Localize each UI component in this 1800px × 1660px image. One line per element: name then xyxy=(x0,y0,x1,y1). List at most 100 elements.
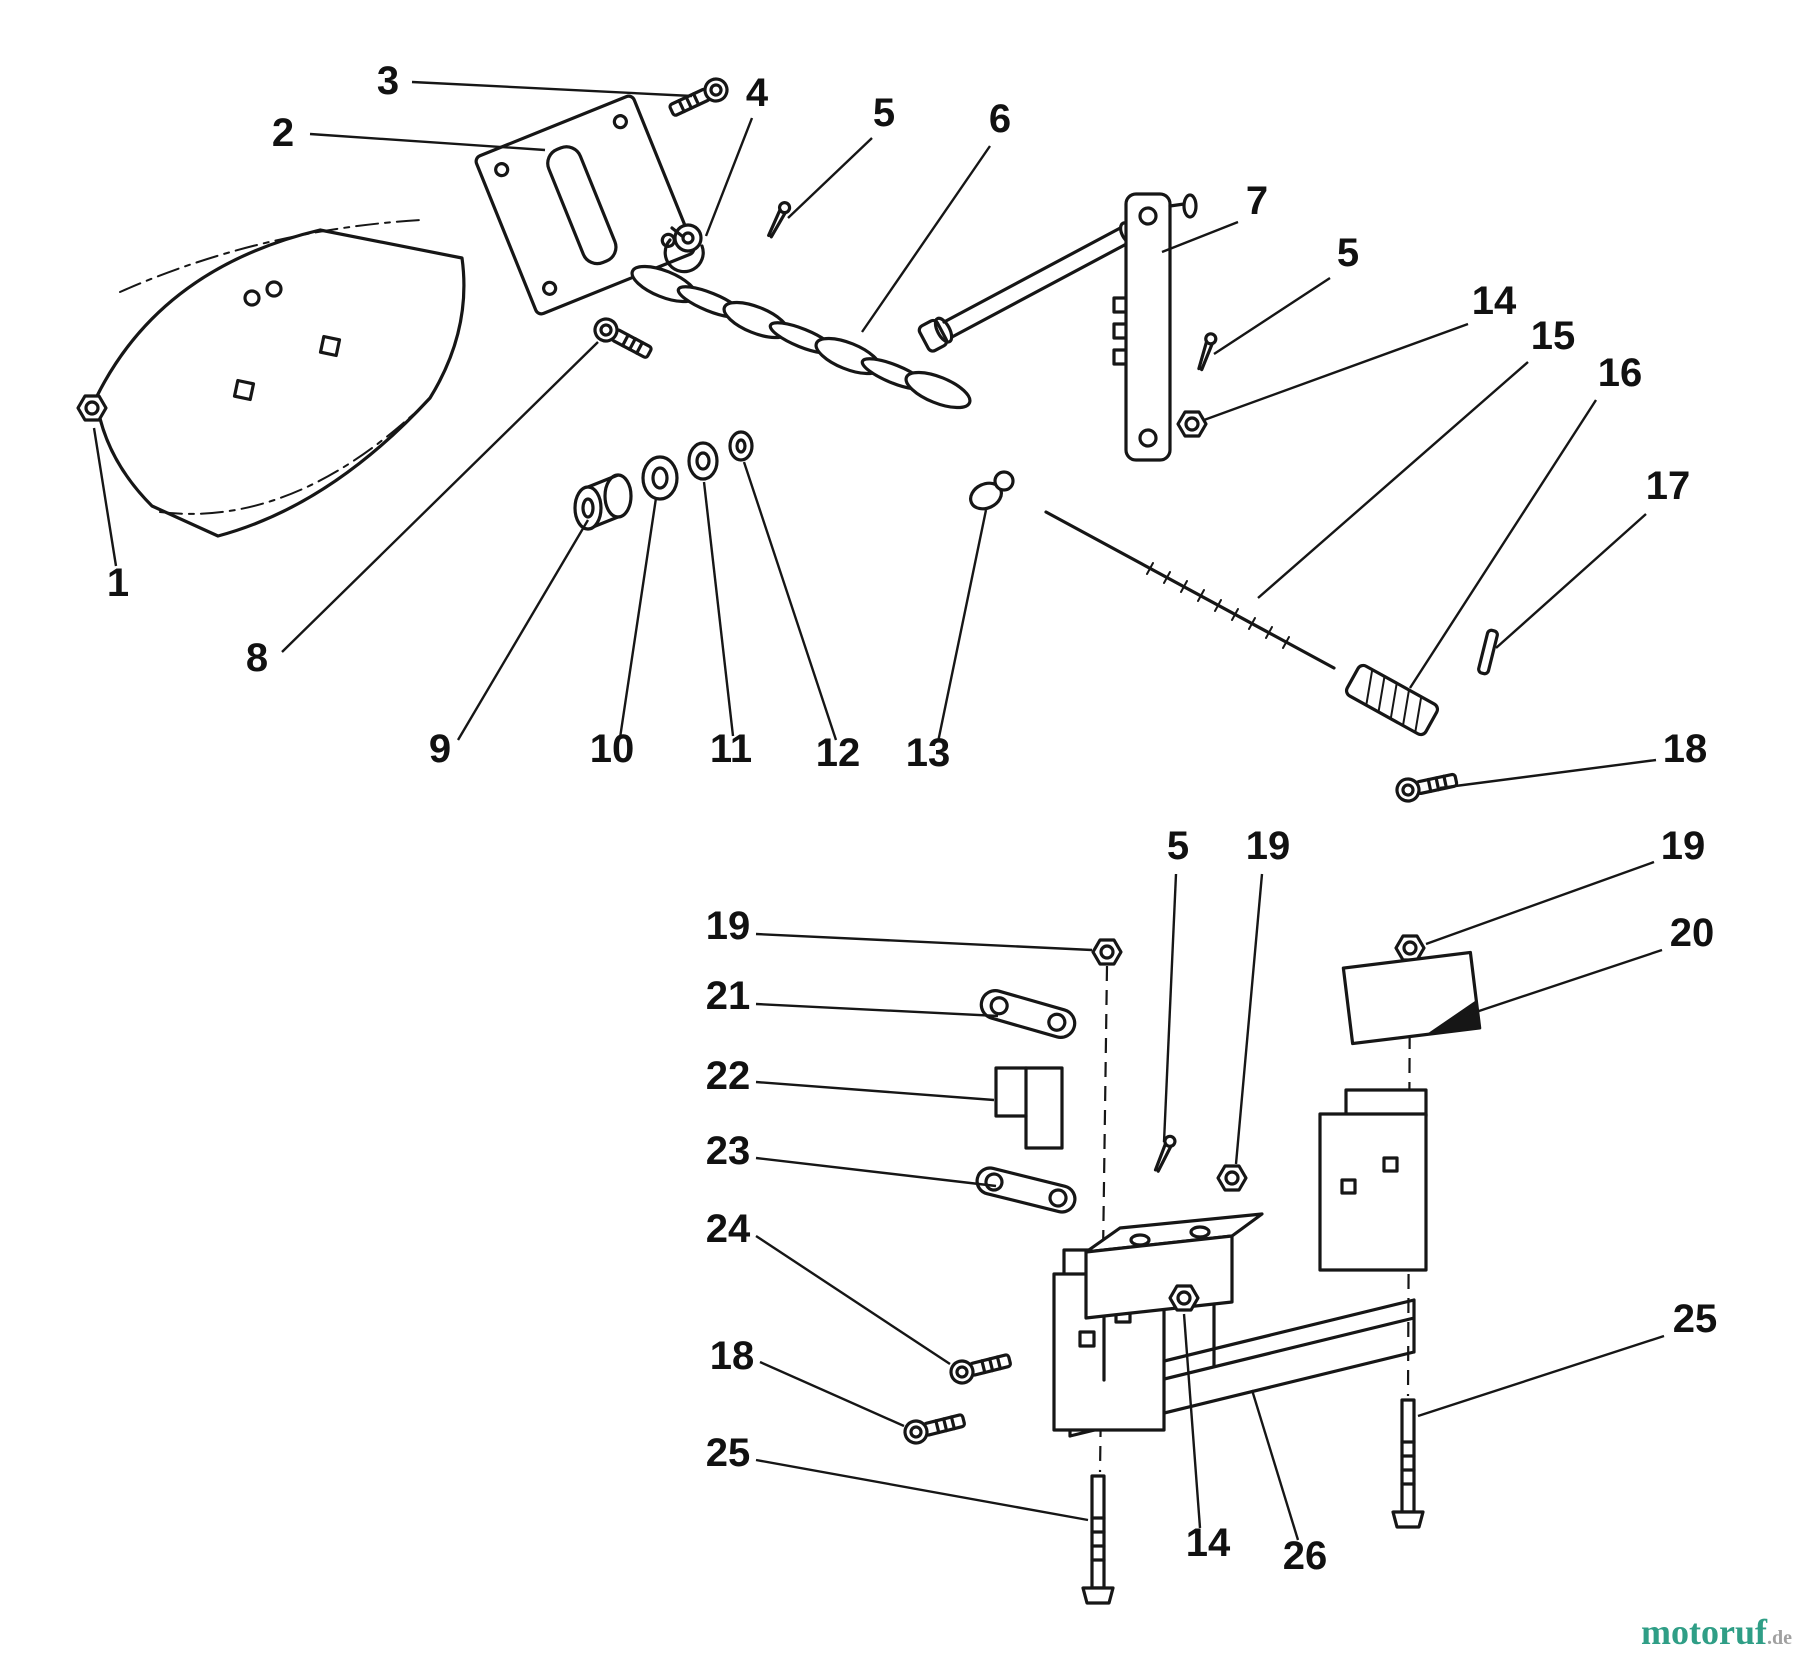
callout-label: 12 xyxy=(816,731,861,775)
callout-label: 21 xyxy=(706,974,751,1018)
part-24-bolt xyxy=(947,1347,1014,1387)
callout-label: 14 xyxy=(1186,1521,1231,1565)
part-10-washer xyxy=(641,455,679,501)
leader-line xyxy=(755,1156,997,1188)
leader-line xyxy=(702,481,735,737)
callout-label: 7 xyxy=(1246,179,1268,223)
callout-3: 3 xyxy=(377,59,693,103)
part-5-pin-top xyxy=(763,199,793,240)
callout-label: 18 xyxy=(710,1334,755,1378)
leader-line xyxy=(755,1458,1089,1522)
callout-14-top: 14 xyxy=(1203,279,1517,422)
callout-6: 6 xyxy=(861,97,1011,333)
callout-15: 15 xyxy=(1257,314,1575,599)
callout-7: 7 xyxy=(1161,179,1268,254)
leader-line xyxy=(787,137,873,219)
callout-20: 20 xyxy=(1463,911,1715,1018)
leader-line xyxy=(1408,399,1598,689)
leader-line xyxy=(755,1002,999,1018)
callout-label: 14 xyxy=(1472,279,1517,323)
callout-9: 9 xyxy=(429,519,590,771)
leader-line xyxy=(1425,860,1655,946)
leader-line xyxy=(1463,948,1663,1018)
part-14-nut-top xyxy=(1176,410,1208,438)
callout-25-left: 25 xyxy=(706,1431,1089,1522)
callout-label: 1 xyxy=(107,561,129,605)
callout-label: 19 xyxy=(706,904,751,948)
part-7-bracket xyxy=(1112,192,1198,462)
callout-14-bottom: 14 xyxy=(1182,1313,1231,1565)
watermark-tld[interactable]: .de xyxy=(1767,1627,1792,1649)
callout-19-mid: 19 xyxy=(1234,824,1290,1165)
leader-line xyxy=(411,80,693,98)
part-curved-panel xyxy=(94,219,466,538)
part-23-link xyxy=(975,1166,1077,1214)
callout-label: 6 xyxy=(989,97,1011,141)
callout-19-right: 19 xyxy=(1425,824,1706,946)
callout-label: 8 xyxy=(246,636,268,680)
callout-5-top: 5 xyxy=(787,91,895,219)
callout-19-left: 19 xyxy=(706,904,1093,952)
leader-line xyxy=(759,1360,905,1428)
watermark-brand[interactable]: motoruf xyxy=(1641,1612,1768,1652)
callout-21: 21 xyxy=(706,974,999,1018)
leader-line xyxy=(704,117,754,237)
part-3-bolt xyxy=(665,73,733,123)
part-18-bolt-bottom xyxy=(901,1407,968,1447)
callout-23: 23 xyxy=(706,1129,997,1188)
part-21-link xyxy=(979,989,1077,1039)
callout-1: 1 xyxy=(92,427,129,605)
leader-line xyxy=(1161,220,1239,254)
part-11-washer xyxy=(687,441,719,481)
callout-label: 19 xyxy=(1661,824,1706,868)
part-19-nut-mid xyxy=(1216,1164,1248,1192)
watermark-logo[interactable]: motoruf.de xyxy=(1641,1612,1792,1652)
callout-5-mid: 5 xyxy=(1162,824,1189,1143)
callout-18-top: 18 xyxy=(1439,727,1708,790)
leader-line xyxy=(309,132,546,152)
callout-16: 16 xyxy=(1408,351,1642,689)
part-22-bracket xyxy=(994,1066,1064,1150)
part-6-chain xyxy=(630,264,972,410)
callout-label: 26 xyxy=(1283,1534,1328,1578)
svg-text:motoruf.de: motoruf.de xyxy=(1641,1612,1792,1652)
leader-line xyxy=(755,1080,995,1102)
part-7-rod xyxy=(917,221,1137,353)
part-16-spring xyxy=(1344,663,1440,737)
leader-line xyxy=(1162,873,1178,1143)
leader-line xyxy=(1257,361,1529,599)
part-2-plate xyxy=(474,94,696,316)
callout-label: 3 xyxy=(377,59,399,103)
part-13-trunnion xyxy=(969,470,1015,511)
callout-12: 12 xyxy=(742,461,861,775)
part-19-nut-left xyxy=(1091,938,1123,966)
part-20-plate xyxy=(1341,950,1482,1046)
leader-line xyxy=(742,461,838,741)
callout-label: 2 xyxy=(272,111,294,155)
part-25-bolt-left xyxy=(1081,1474,1115,1605)
callout-label: 25 xyxy=(1673,1297,1718,1341)
callout-label: 18 xyxy=(1663,727,1708,771)
part-25-bolt-right xyxy=(1391,1398,1425,1529)
callout-label: 24 xyxy=(706,1207,751,1251)
part-14-nut-bottom xyxy=(1168,1284,1200,1312)
leader-line xyxy=(618,497,658,739)
leader-line xyxy=(755,932,1093,952)
callout-13: 13 xyxy=(906,509,988,775)
callout-24: 24 xyxy=(706,1207,951,1366)
callout-10: 10 xyxy=(590,497,658,771)
callout-4: 4 xyxy=(704,71,769,237)
part-5-pin-right xyxy=(1193,330,1219,373)
callout-label: 10 xyxy=(590,727,635,771)
callout-18-bottom: 18 xyxy=(710,1334,905,1428)
callout-label: 20 xyxy=(1670,911,1715,955)
leader-line xyxy=(1213,276,1331,356)
part-8-bolt xyxy=(589,313,657,365)
part-9-bushing xyxy=(573,473,633,531)
callout-26: 26 xyxy=(1250,1389,1328,1578)
leader-line xyxy=(936,509,988,743)
part-15-threaded-rod xyxy=(1044,510,1336,670)
callout-label: 9 xyxy=(429,727,451,771)
